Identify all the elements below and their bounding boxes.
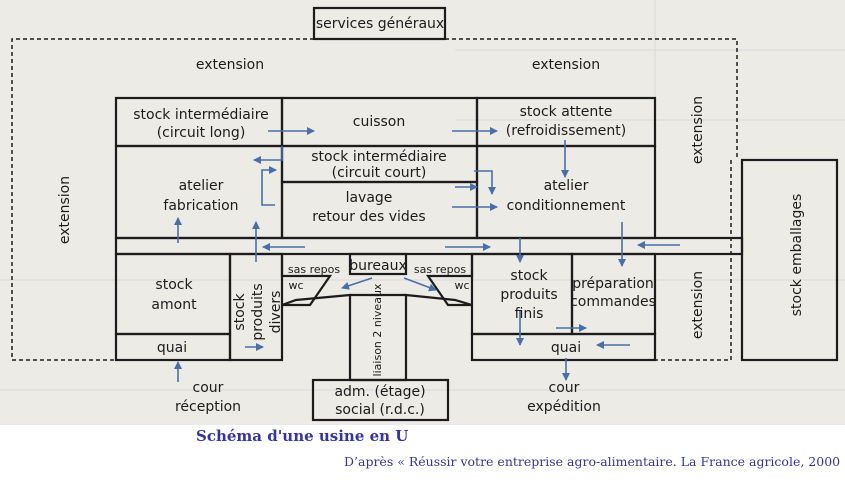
stock-intermediaire-court-label: stock intermédiaire [311, 149, 447, 165]
stock-amont-sub: amont [151, 297, 197, 313]
extension-right-lower-label: extension [690, 271, 706, 339]
stock-divers-label: stock [232, 293, 248, 331]
caption-source: D’après « Réussir votre entreprise agro-… [344, 454, 841, 469]
sas-right-label: sas repos [414, 263, 466, 276]
factory-u-diagram: services généraux extension extension st… [11, 6, 839, 422]
stock-emballages-label: stock emballages [789, 194, 805, 316]
quai-right-label: quai [551, 340, 581, 356]
stock-finis-sub2: finis [515, 306, 544, 322]
stock-amont-label: stock [155, 277, 193, 293]
arrow-court-to-conditionnement [474, 170, 496, 195]
stock-amont-box [114, 252, 232, 336]
preparation-sub: commandes [570, 294, 656, 310]
stock-intermediaire-long-label: stock intermédiaire [133, 107, 269, 123]
adm-label: adm. (étage) [334, 384, 425, 400]
cour-expedition-label: cour [549, 380, 580, 396]
extension-left-label: extension [57, 176, 73, 244]
stock-attente-label: stock attente [520, 104, 613, 120]
cour-reception-label: cour [193, 380, 224, 396]
wc-left-label: wc [288, 279, 303, 292]
stock-finis-sub1: produits [500, 287, 557, 303]
arrow-bureaux-right [403, 277, 437, 292]
caption-title: Schéma d'une usine en U [196, 427, 409, 445]
sas-left-outline [280, 254, 333, 307]
sas-left-label: sas repos [288, 263, 340, 276]
cour-reception-sub: réception [175, 399, 241, 415]
quai-right-box [470, 332, 657, 362]
bureaux-label: bureaux [349, 258, 407, 274]
lavage-sub: retour des vides [312, 209, 425, 225]
preparation-label: préparation [572, 276, 654, 292]
atelier-fabrication-label: atelier [179, 178, 224, 194]
arrow-cuisson-down-left [253, 146, 283, 164]
atelier-conditionnement-sub: conditionnement [507, 198, 626, 214]
stock-divers-sub1: produits [250, 283, 266, 340]
arrow-lavage-up [261, 166, 277, 206]
cuisson-label: cuisson [353, 114, 406, 130]
stock-intermediaire-court-sub: (circuit court) [332, 165, 427, 181]
sas-right-outline [425, 254, 474, 307]
extension-top-left-label: extension [196, 57, 264, 73]
stock-divers-sub2: divers [268, 291, 284, 334]
stock-attente-sub: (refroidissement) [506, 123, 626, 139]
wc-right-label: wc [454, 279, 469, 292]
cour-expedition-sub: expédition [527, 399, 601, 415]
atelier-fabrication-sub: fabrication [163, 198, 238, 214]
services-generaux-box [312, 6, 447, 41]
extension-top-right-label: extension [532, 57, 600, 73]
liaison-label: liaison 2 niveaux [371, 283, 384, 376]
printed-page-background [0, 0, 845, 425]
extension-right-upper-label: extension [690, 96, 706, 164]
services-generaux-label: services généraux [316, 16, 444, 32]
bureaux-box [348, 252, 408, 276]
adm-box [311, 378, 450, 422]
atelier-conditionnement-label: atelier [544, 178, 589, 194]
arrow-bureaux-left [341, 277, 373, 290]
flow-arrows [174, 127, 680, 382]
corridor [114, 236, 744, 256]
lavage-label: lavage [346, 190, 393, 206]
adm-sub: social (r.d.c.) [335, 402, 425, 418]
extension-outline [11, 38, 738, 361]
stock-intermediaire-long-sub: (circuit long) [157, 125, 246, 141]
stock-finis-label: stock [510, 268, 548, 284]
quai-left-label: quai [157, 340, 187, 356]
stock-emballages-box [740, 158, 839, 362]
